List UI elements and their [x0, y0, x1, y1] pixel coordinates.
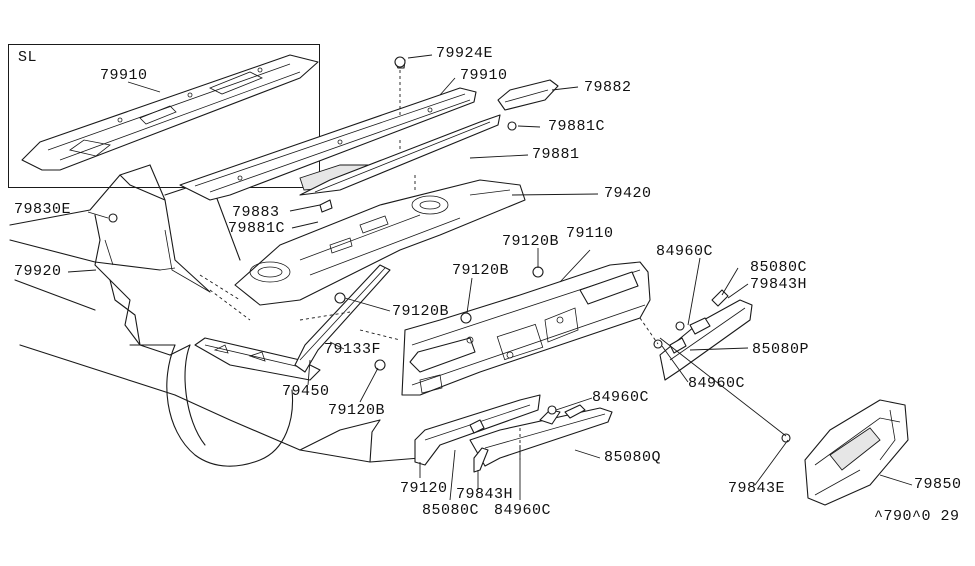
sl-inset-frame [8, 44, 320, 188]
callout-85080C-lower: 85080C [422, 502, 480, 519]
callout-85080P: 85080P [752, 341, 810, 358]
callout-79120B-upper: 79120B [502, 233, 560, 250]
side-panel-85080P [659, 299, 753, 381]
callout-79120: 79120 [400, 480, 448, 497]
inset-shelf-panel [21, 54, 319, 171]
rear-end-panel-79110 [401, 261, 651, 396]
callout-79910: 79910 [460, 67, 508, 84]
callout-79881C-lower: 79881C [228, 220, 286, 237]
callout-79450: 79450 [282, 383, 330, 400]
end-cap-79850 [804, 399, 909, 506]
left-lamp-housing [194, 337, 321, 381]
callout-79910-inset: 79910 [100, 67, 148, 84]
assembly-dashed-lines [199, 70, 659, 460]
brace-79450 [294, 264, 391, 373]
callout-79924E: 79924E [436, 45, 494, 62]
callout-79120B-lower: 79120B [328, 402, 386, 419]
callout-79843H-right: 79843H [750, 276, 808, 293]
callout-79843H-lower: 79843H [456, 486, 514, 503]
footer-code: ^790^0 29 [874, 508, 960, 525]
callout-79120B-left: 79120B [392, 303, 450, 320]
callout-79850: 79850 [914, 476, 962, 493]
callout-79881: 79881 [532, 146, 580, 163]
callout-84960C-mid: 84960C [592, 389, 650, 406]
callout-79830E: 79830E [14, 201, 72, 218]
inset-label-sl: SL [18, 49, 38, 66]
callout-79843E: 79843E [728, 480, 786, 497]
parcel-shelf-79420 [234, 179, 526, 306]
bracket-79843H-lower [473, 447, 489, 473]
clip-85080C-right [711, 289, 729, 307]
lower-left-panel-79120 [414, 394, 541, 466]
callout-84960C-right: 84960C [688, 375, 746, 392]
callout-79420: 79420 [604, 185, 652, 202]
callout-85080C-right: 85080C [750, 259, 808, 276]
callout-84960C-upper: 84960C [656, 243, 714, 260]
callout-85080Q: 85080Q [604, 449, 662, 466]
callout-79133F: 79133F [324, 341, 382, 358]
callout-79920: 79920 [14, 263, 62, 280]
callout-79882: 79882 [584, 79, 632, 96]
car-body-outline [9, 164, 421, 467]
lower-panel-85080Q [469, 404, 613, 467]
callout-79110: 79110 [566, 225, 614, 242]
callout-79120B-mid: 79120B [452, 262, 510, 279]
callout-79881C-upper: 79881C [548, 118, 606, 135]
callout-79883: 79883 [232, 204, 280, 221]
upper-trim-79882 [497, 79, 559, 111]
leader-lines [67, 54, 913, 501]
fasteners [108, 56, 791, 443]
trim-strip-79881 [299, 114, 501, 196]
callout-84960C-lower: 84960C [494, 502, 552, 519]
